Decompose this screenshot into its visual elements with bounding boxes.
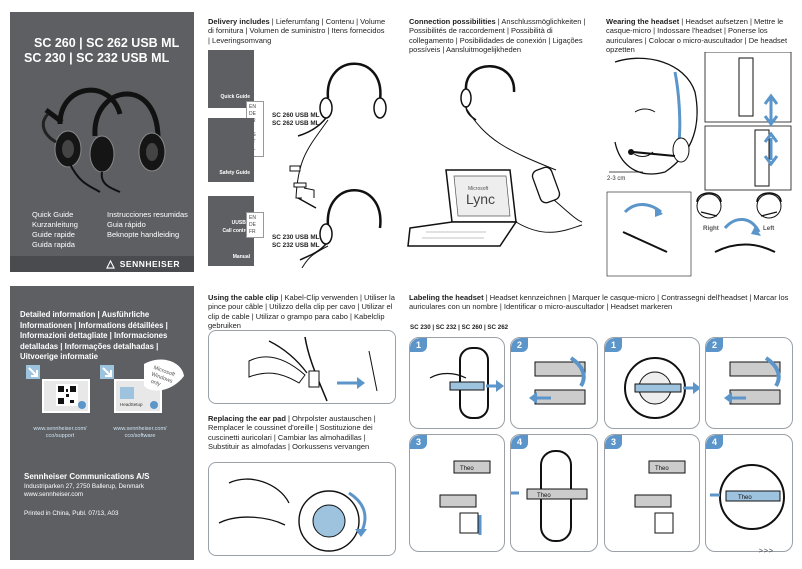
qr-code	[42, 379, 90, 413]
windows-only-badge: Microsoft Windows only	[144, 359, 184, 391]
ear-pad-heading-rest: | Ohrpolster austauschen | Remplacer le …	[208, 414, 376, 452]
ear-pad-panel	[208, 462, 396, 556]
connection-illustration: Microsoft Lync	[407, 65, 583, 247]
model-label: SC 230 USB ML	[272, 234, 320, 241]
support-link[interactable]: www.sennheiser.com/ cco/support	[33, 426, 87, 439]
right-label: Right	[703, 225, 719, 232]
website: www.sennheiser.com	[24, 491, 84, 498]
delivery-heading-bold: Delivery includes	[208, 17, 270, 26]
lync-name-text: Lync	[466, 191, 495, 207]
name-label-text: Theo	[460, 466, 474, 472]
cable-clip-illustration	[248, 336, 378, 402]
cable-clip-heading-bold: Using the cable clip	[208, 293, 279, 302]
company-name: Sennheiser Communications A/S	[24, 472, 150, 481]
language-item: Guide rapide	[32, 230, 75, 239]
company-address: Industriparken 27, 2750 Ballerup, Denmar…	[24, 483, 144, 499]
label-step-3-mono: 3 Theo	[409, 434, 505, 552]
headset-product-image	[41, 87, 166, 193]
brand-bar: SENNHEISER	[10, 256, 194, 272]
model-label: SC 260 USB ML	[272, 112, 320, 119]
languages-column-2: Instrucciones resumidas Guia rápido Bekn…	[107, 210, 188, 240]
call-control-label: Call control	[222, 228, 250, 234]
delivery-heading: Delivery includes | Lieferumfang | Conte…	[208, 17, 388, 45]
brand-name: SENNHEISER	[119, 259, 180, 269]
delivery-heading-rest: | Lieferumfang | Contenu | Volume di for…	[208, 17, 386, 45]
label-step-1-mono: 1	[409, 337, 505, 429]
software-label-text: HeadSetup	[120, 402, 143, 407]
model-label: SC 232 USB ML	[272, 242, 320, 249]
info-heading: Detailed information | Ausführliche Info…	[20, 310, 168, 361]
languages-column-1: Quick Guide Kurzanleitung Guide rapide G…	[32, 210, 78, 250]
step-number: 3	[410, 435, 427, 449]
step-number: 4	[706, 435, 723, 449]
label-step-2-duo: 2	[705, 337, 793, 429]
quick-guide-booklet: Quick Guide	[208, 50, 254, 108]
uusb-label: UUSB 8	[231, 220, 250, 226]
wearing-heading-bold: Wearing the headset	[606, 17, 680, 26]
name-label-text: Theo	[655, 466, 669, 472]
safety-guide-booklet: Safety Guide	[208, 118, 254, 182]
label-step-3-duo: 3 Theo	[604, 434, 700, 552]
ear-pad-heading-bold: Replacing the ear pad	[208, 414, 286, 423]
language-item: Instrucciones resumidas	[107, 210, 188, 219]
connection-heading: Connection possibilities | Anschlussmögl…	[409, 17, 599, 55]
sennheiser-logo-icon	[106, 260, 115, 269]
left-label: Left	[763, 225, 775, 232]
language-item: Guida rapida	[32, 240, 75, 249]
software-link[interactable]: www.sennheiser.com/ cco/software	[113, 426, 167, 439]
svg-text:only: only	[150, 379, 162, 388]
info-panel: Detailed information | Ausführliche Info…	[10, 286, 194, 560]
wearing-heading: Wearing the headset | Headset aufsetzen …	[606, 17, 796, 55]
ear-pad-heading: Replacing the ear pad | Ohrpolster austa…	[208, 414, 398, 452]
call-control-unit	[531, 166, 561, 204]
print-info: Printed in China, Publ. 07/13, A03	[24, 510, 119, 517]
step-number: 3	[605, 435, 622, 449]
name-label-text: Theo	[537, 493, 551, 499]
label-models-left: SC 230 | SC 232 | SC 260 | SC 262	[410, 324, 509, 331]
arrow-down-icon	[26, 365, 40, 379]
lync-brand-text: Microsoft	[468, 186, 489, 192]
step-number: 2	[706, 338, 723, 352]
language-item: Beknopte handleiding	[107, 230, 180, 239]
manual-label: Manual	[232, 254, 250, 260]
language-item: Kurzanleitung	[32, 220, 78, 229]
step-number: 2	[511, 338, 528, 352]
language-item: Quick Guide	[32, 210, 74, 219]
cover-title-line1: SC 260 | SC 262 USB ML	[34, 36, 180, 50]
model-label: SC 262 USB ML	[272, 120, 320, 127]
language-item: Guia rápido	[107, 220, 146, 229]
label-step-4-mono: 4 Theo	[510, 434, 598, 552]
labeling-heading-bold: Labeling the headset	[409, 293, 484, 302]
label-step-4-duo: 4 Theo	[705, 434, 793, 552]
ear-pad-illustration	[218, 478, 367, 552]
next-page-indicator: >>>	[758, 548, 774, 555]
quick-guide-label: Quick Guide	[220, 94, 250, 100]
step-number: 1	[410, 338, 427, 352]
wearing-illustration: 2-3 cm	[606, 52, 792, 277]
step-number: 4	[511, 435, 528, 449]
name-label-text: Theo	[738, 495, 752, 501]
label-step-1-duo: 1	[604, 337, 700, 429]
step-number: 1	[605, 338, 622, 352]
delivery-headsets-illustration	[289, 62, 387, 268]
arrow-down-icon	[100, 365, 114, 379]
cover-title-line2: SC 230 | SC 232 USB ML	[24, 51, 170, 65]
address-line: Industriparken 27, 2750 Ballerup, Denmar…	[24, 483, 145, 490]
cover-panel: SC 260 | SC 262 USB ML SC 230 | SC 232 U…	[10, 12, 194, 272]
distance-text: 2-3 cm	[607, 176, 625, 182]
cover-title: SC 260 | SC 262 USB ML SC 230 | SC 232 U…	[24, 36, 179, 66]
connection-heading-bold: Connection possibilities	[409, 17, 496, 26]
cable-clip-heading-rest: | Kabel-Clip verwenden | Utiliser la pin…	[208, 293, 395, 331]
cable-clip-heading: Using the cable clip | Kabel-Clip verwen…	[208, 293, 398, 331]
wearing-heading-rest: | Headset aufsetzen | Mettre le casque-m…	[606, 17, 788, 55]
safety-guide-label: Safety Guide	[219, 170, 250, 176]
connection-heading-rest: | Anschlussmöglichkeiten | Possibilités …	[409, 17, 586, 55]
label-step-2-mono: 2	[510, 337, 598, 429]
labeling-heading: Labeling the headset | Headset kennzeich…	[409, 293, 799, 312]
cable-clip-panel	[208, 330, 396, 404]
labeling-heading-rest: | Headset kennzeichnen | Marquer le casq…	[409, 293, 789, 312]
